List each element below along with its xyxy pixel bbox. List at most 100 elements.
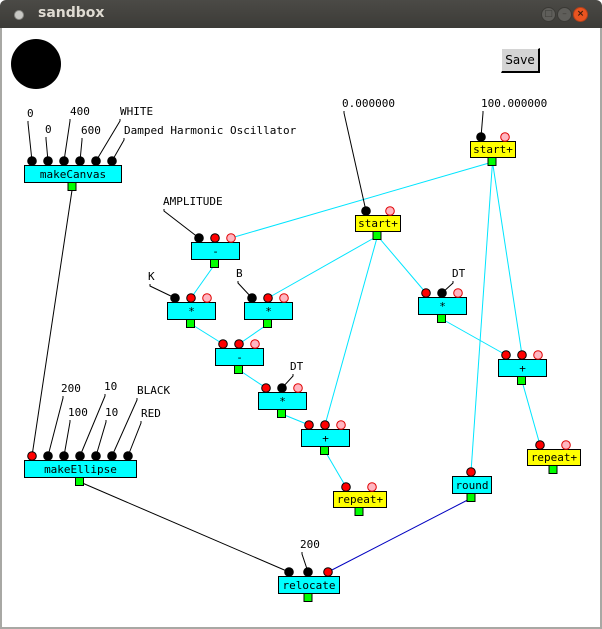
output-port[interactable] (548, 465, 558, 474)
constant-value[interactable]: 10 (104, 380, 117, 393)
input-port[interactable] (500, 132, 510, 142)
output-port[interactable] (75, 477, 84, 486)
input-port[interactable] (279, 293, 289, 303)
input-port[interactable] (247, 293, 257, 303)
input-port[interactable] (561, 440, 571, 450)
constant-value[interactable]: 100.000000 (481, 97, 547, 110)
input-port[interactable] (303, 567, 313, 577)
input-port[interactable] (385, 206, 395, 216)
node-relocate[interactable]: relocate (278, 567, 340, 602)
constant-value[interactable]: 400 (70, 105, 90, 118)
save-button[interactable]: Save (501, 48, 540, 73)
node-repeat1[interactable]: repeat+ (333, 482, 387, 516)
input-port[interactable] (466, 467, 476, 477)
constant-value[interactable]: Damped Harmonic Oscillator (124, 124, 297, 137)
output-port[interactable] (67, 182, 77, 191)
input-port[interactable] (336, 420, 346, 430)
constant-value[interactable]: AMPLITUDE (163, 195, 223, 208)
node-mulB[interactable]: * (244, 293, 293, 328)
input-port[interactable] (453, 288, 463, 298)
output-port[interactable] (186, 319, 195, 328)
output-port[interactable] (263, 319, 272, 328)
input-port[interactable] (341, 482, 351, 492)
input-port[interactable] (202, 293, 212, 303)
input-port[interactable] (59, 156, 69, 166)
input-port[interactable] (361, 206, 371, 216)
input-port[interactable] (293, 383, 303, 393)
input-port[interactable] (218, 339, 228, 349)
input-port[interactable] (186, 293, 196, 303)
output-port[interactable] (517, 376, 526, 385)
input-port[interactable] (501, 350, 511, 360)
constant-value[interactable]: RED (141, 407, 161, 420)
output-port[interactable] (372, 231, 382, 240)
input-port[interactable] (234, 339, 244, 349)
input-port[interactable] (517, 350, 527, 360)
minimize-button[interactable]: – (557, 7, 572, 22)
input-port[interactable] (210, 233, 220, 243)
input-port[interactable] (27, 156, 37, 166)
input-port[interactable] (107, 156, 117, 166)
output-port[interactable] (320, 446, 329, 455)
node-mulDT2[interactable]: * (418, 288, 467, 323)
input-port[interactable] (320, 420, 330, 430)
constant-value[interactable]: WHITE (120, 105, 153, 118)
constant-value[interactable]: 0.000000 (342, 97, 395, 110)
node-minus2[interactable]: - (215, 339, 264, 374)
input-port[interactable] (304, 420, 314, 430)
output-port[interactable] (234, 365, 243, 374)
input-port[interactable] (367, 482, 377, 492)
node-mulDT1[interactable]: * (258, 383, 307, 418)
input-port[interactable] (123, 451, 133, 461)
constant-value[interactable]: B (236, 267, 243, 280)
constant-value[interactable]: 200 (61, 382, 81, 395)
constant-value[interactable]: DT (290, 360, 304, 373)
output-port[interactable] (303, 593, 313, 602)
input-port[interactable] (91, 156, 101, 166)
constant-value[interactable]: DT (452, 267, 466, 280)
input-port[interactable] (323, 567, 333, 577)
constant-value[interactable]: BLACK (137, 384, 170, 397)
input-port[interactable] (91, 451, 101, 461)
input-port[interactable] (421, 288, 431, 298)
close-button[interactable]: × (573, 7, 588, 22)
input-port[interactable] (284, 567, 294, 577)
constant-value[interactable]: 200 (300, 538, 320, 551)
input-port[interactable] (277, 383, 287, 393)
node-repeat2[interactable]: repeat+ (527, 440, 581, 474)
input-port[interactable] (533, 350, 543, 360)
input-port[interactable] (437, 288, 447, 298)
input-port[interactable] (75, 156, 85, 166)
constant-value[interactable]: 600 (81, 124, 101, 137)
constant-value[interactable]: 0 (45, 123, 52, 136)
node-start2[interactable]: start+ (470, 132, 516, 166)
input-port[interactable] (43, 451, 53, 461)
input-port[interactable] (250, 339, 260, 349)
input-port[interactable] (535, 440, 545, 450)
input-port[interactable] (261, 383, 271, 393)
input-port[interactable] (194, 233, 204, 243)
node-makeCanvas[interactable]: makeCanvas (24, 156, 122, 191)
node-mulK[interactable]: * (167, 293, 216, 328)
node-minus1[interactable]: - (191, 233, 240, 268)
node-plus2[interactable]: + (498, 350, 547, 385)
maximize-button[interactable]: □ (541, 7, 556, 22)
node-round[interactable]: round (452, 467, 492, 502)
output-port[interactable] (437, 314, 446, 323)
input-port[interactable] (170, 293, 180, 303)
input-port[interactable] (59, 451, 69, 461)
input-port[interactable] (476, 132, 486, 142)
sandbox-canvas[interactable] (0, 28, 602, 629)
output-port[interactable] (210, 259, 219, 268)
output-port[interactable] (354, 507, 364, 516)
input-port[interactable] (75, 451, 85, 461)
constant-value[interactable]: 0 (27, 107, 34, 120)
output-port[interactable] (277, 409, 286, 418)
constant-value[interactable]: 10 (105, 406, 118, 419)
output-port[interactable] (466, 493, 476, 502)
node-plus1[interactable]: + (301, 420, 350, 455)
input-port[interactable] (27, 451, 37, 461)
constant-value[interactable]: 100 (68, 406, 88, 419)
constant-value[interactable]: K (148, 270, 155, 283)
input-port[interactable] (107, 451, 117, 461)
